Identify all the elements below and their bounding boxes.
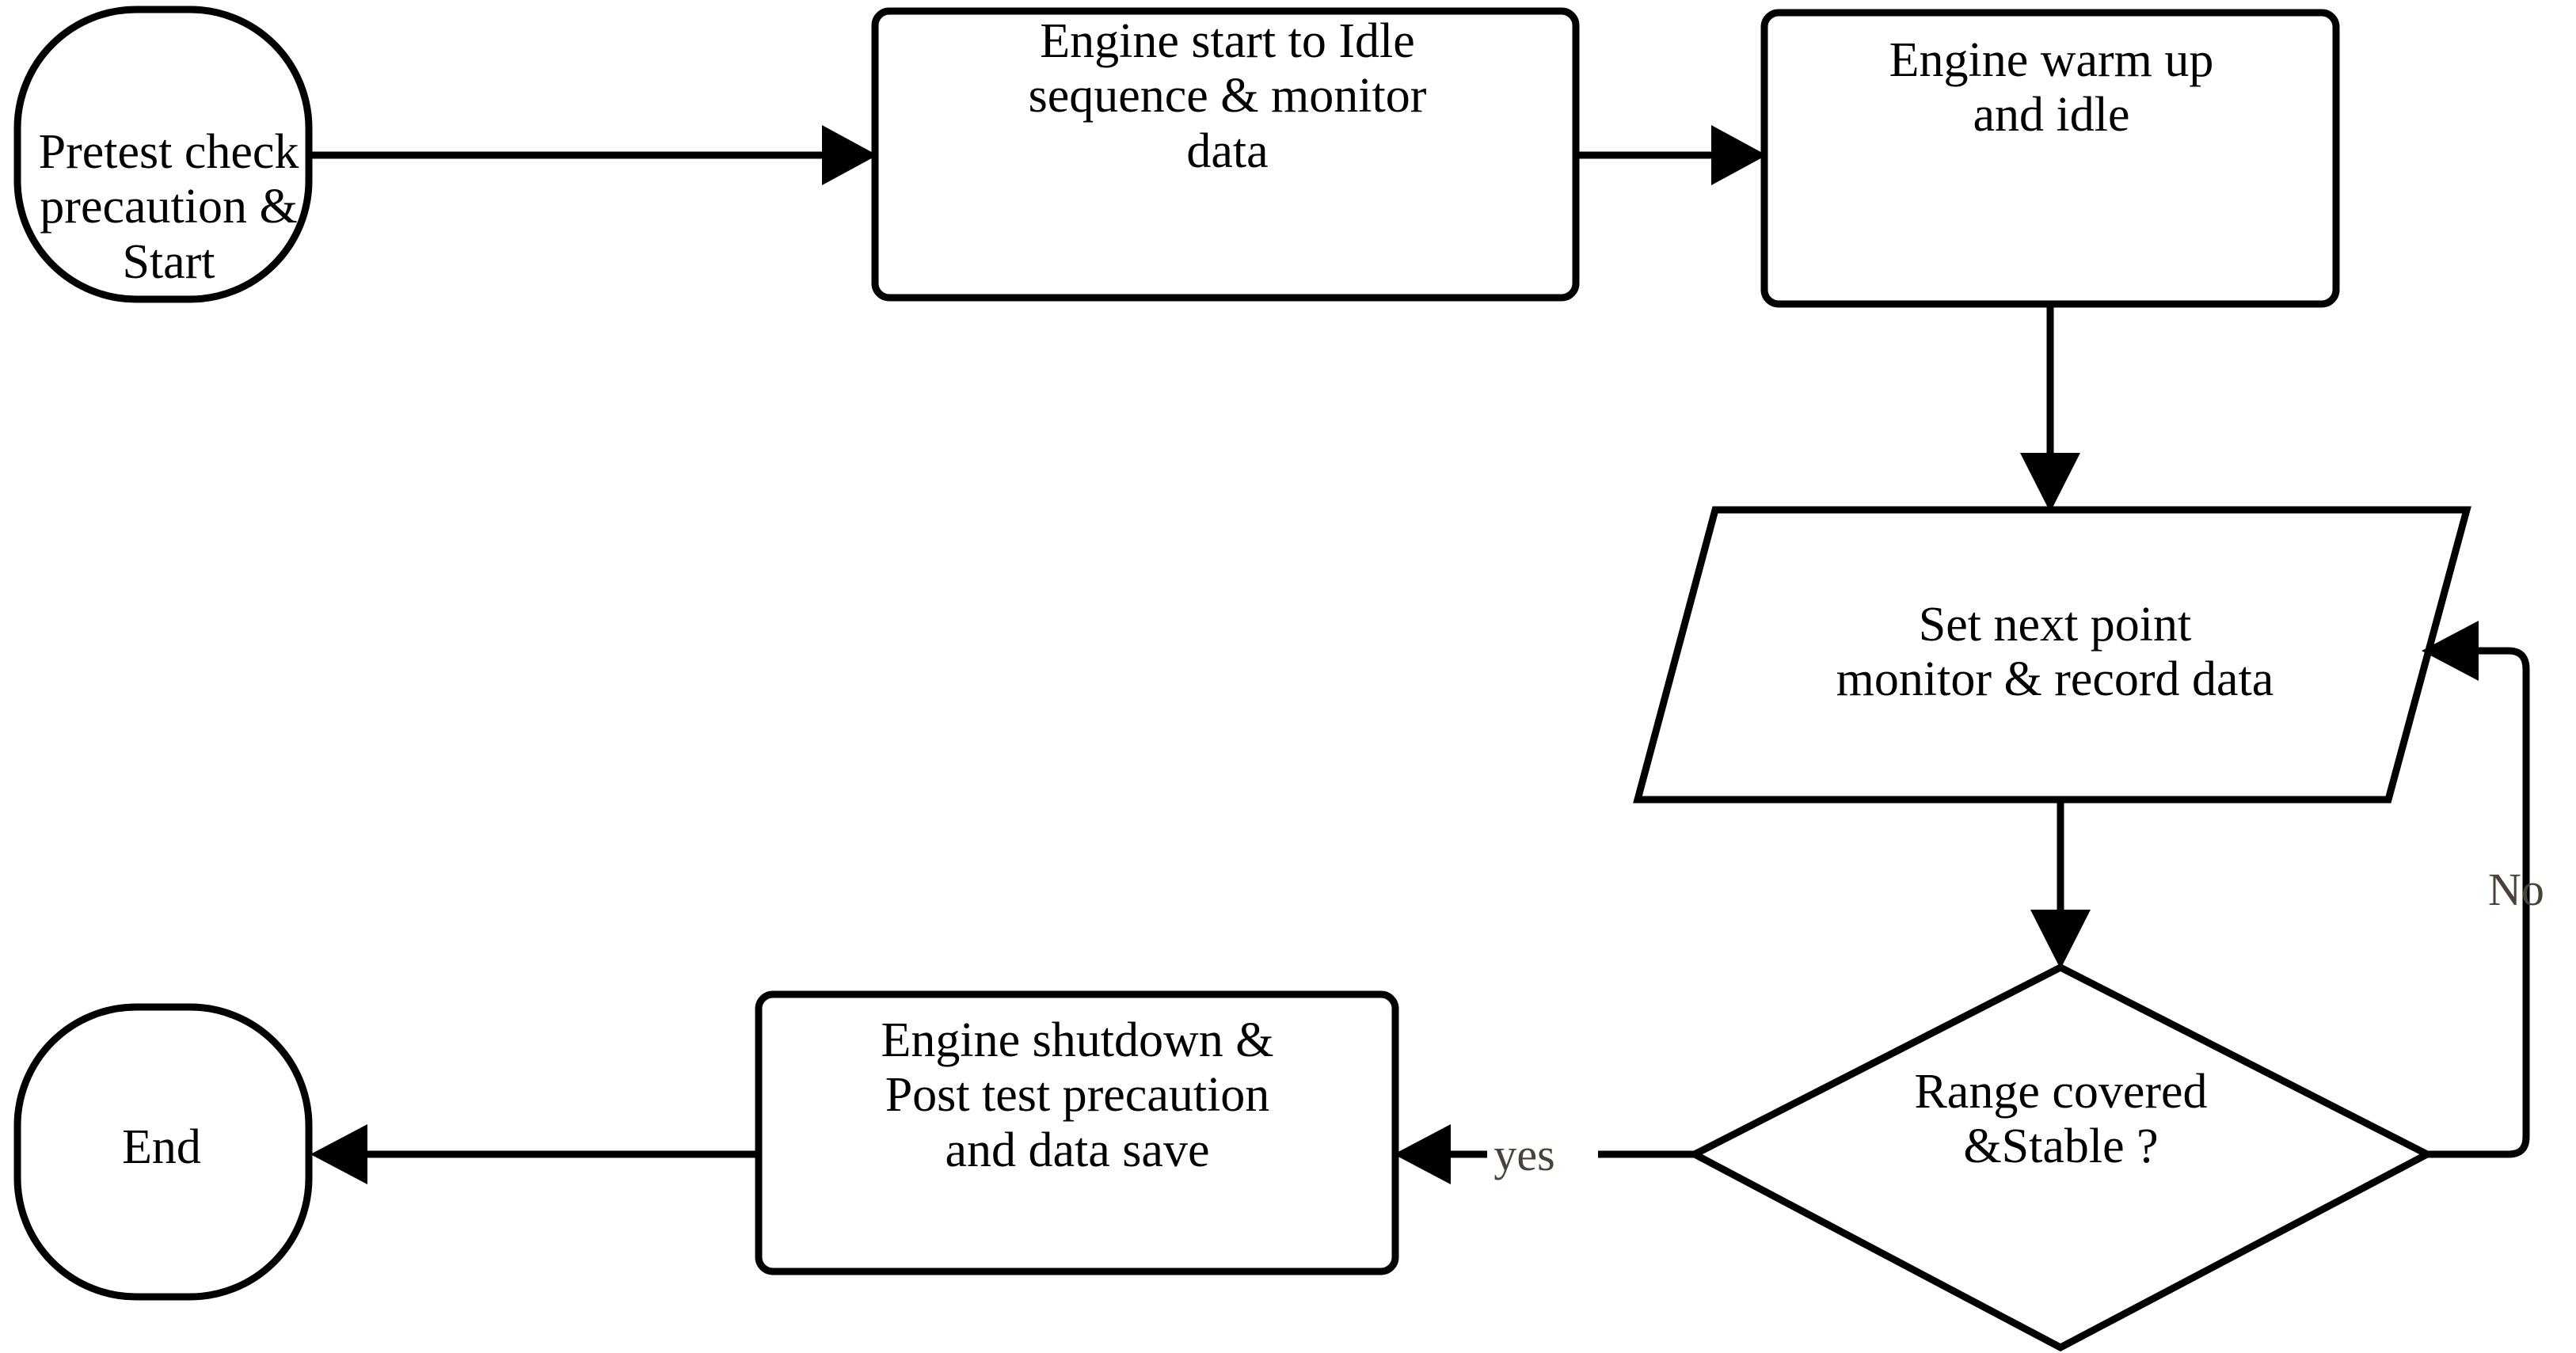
node-shape-end[interactable] — [13, 1003, 313, 1301]
edge-start-to-engine-start — [310, 125, 877, 185]
arrow-head-icon — [310, 1124, 367, 1184]
node-shape-engine-start[interactable] — [871, 7, 1580, 302]
arrow-head-icon — [822, 125, 877, 185]
arrow-head-icon — [2422, 621, 2479, 681]
edge-engine-start-to-warmup — [1577, 125, 1767, 185]
node-shape-start[interactable] — [13, 6, 313, 303]
node-shape-warmup[interactable] — [1760, 9, 2340, 308]
edge-warmup-to-setpoint — [2020, 306, 2080, 512]
node-shape-decision[interactable] — [1687, 963, 2435, 1352]
arrow-head-icon — [2030, 910, 2091, 969]
edge-shutdown-to-end — [310, 1124, 757, 1184]
arrow-head-icon — [1711, 125, 1767, 185]
arrow-head-icon — [2020, 453, 2080, 512]
edge-decision-to-shutdown — [1394, 1124, 1695, 1184]
node-shape-shutdown[interactable] — [755, 990, 1399, 1275]
edge-decision-to-setpoint — [2422, 621, 2530, 1158]
edge-setpoint-to-decision — [2030, 800, 2091, 969]
arrow-head-icon — [1394, 1124, 1451, 1184]
node-shape-setpoint[interactable] — [1633, 506, 2471, 804]
